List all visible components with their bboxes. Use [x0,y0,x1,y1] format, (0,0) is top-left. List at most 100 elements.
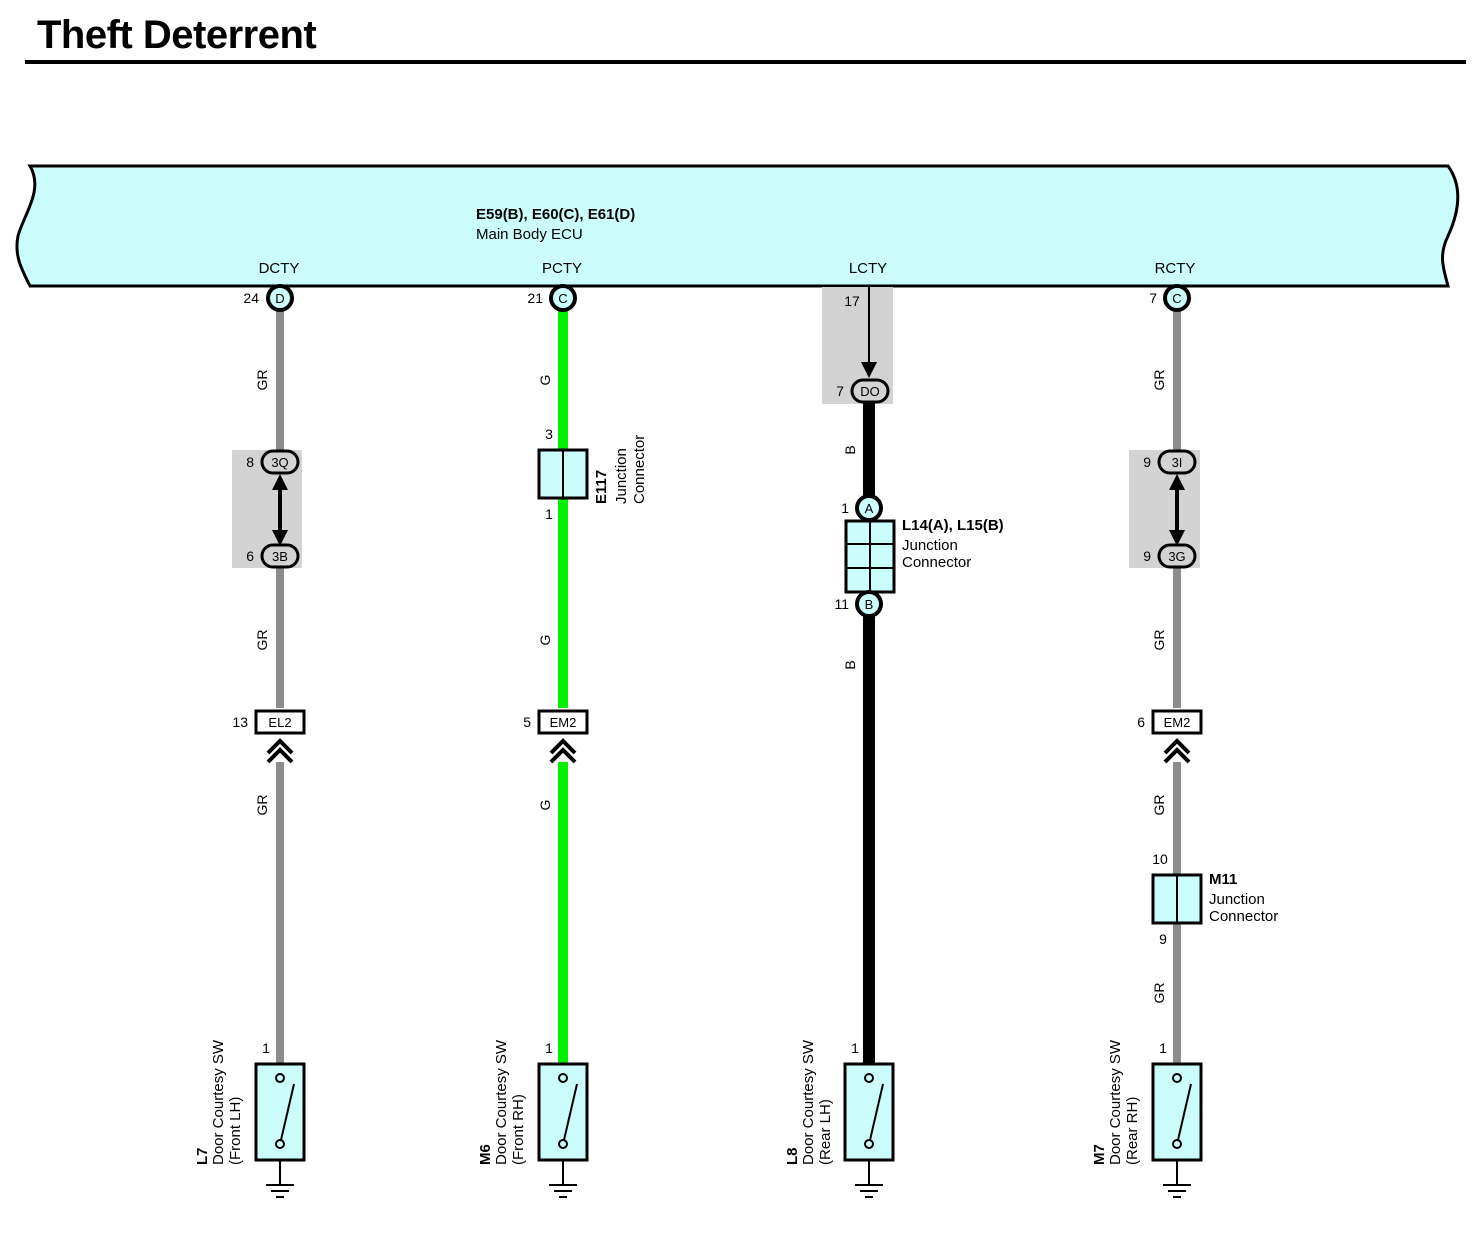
wire-color-label: G [537,635,553,646]
jc-pin-top: 10 [1152,851,1168,867]
jc-pin-top: 1 [841,500,849,516]
ecu-pin-connector-code: D [275,291,284,306]
switch-name: Door Courtesy SW [1107,1039,1124,1165]
wire-color-label: GR [1151,983,1167,1004]
junction-connector [537,448,589,500]
jb-code: DO [860,384,880,399]
switch-name: Door Courtesy SW [493,1039,510,1165]
jb-top-pin: 8 [246,454,254,470]
switch-name: Door Courtesy SW [210,1039,227,1165]
wire-color-label: B [842,660,858,669]
switch-position: (Rear LH) [817,1099,834,1165]
terminal-label: DCTY [259,260,300,277]
jb-top-connector [1157,449,1197,475]
switch-pin: 1 [545,1040,553,1056]
jb-bottom-pin: 6 [246,548,254,564]
jc-name-line1: Junction [902,537,958,554]
inline-connector [1151,709,1203,735]
jb-bottom-code: 3B [272,549,288,564]
switch-code: L8 [784,1147,801,1165]
jc-pin-top-connector-code: A [865,501,874,516]
ground-symbol [265,1159,295,1198]
terminal-label: RCTY [1155,260,1196,277]
junction-connector [1151,873,1203,925]
ground-symbol [548,1159,578,1198]
page-title: Theft Deterrent [37,13,317,57]
switch-code: M7 [1091,1144,1108,1165]
inline-chevron [266,739,294,764]
switch-pin: 1 [262,1040,270,1056]
ecu-pin-number: 21 [527,290,543,306]
ecu-pin-number: 17 [844,293,860,309]
jc-name-line2: Connector [1209,908,1278,925]
inline-chevron [549,739,577,764]
ground-symbol [854,1159,884,1198]
ecu-codes: E59(B), E60(C), E61(D) [476,206,635,223]
door-courtesy-switch [843,1062,895,1162]
inline-chevron [1163,739,1191,764]
circuit-dcty: DCTY D 24 GR 3Q 8 3B 6 GR EL2 13 GR 1 L7… [194,260,306,1198]
jc-pin-bottom-connector-code: B [865,597,874,612]
jb-bottom-pin: 9 [1143,548,1151,564]
inline-connector-pin: 6 [1137,714,1145,730]
circuit-rcty: RCTY C 7 GR 3I 9 3G 9 GR EM2 6 GR 10 9 M… [1091,260,1278,1198]
switch-code: M6 [477,1144,494,1165]
jb-pin: 7 [836,383,844,399]
jc-code: L14(A), L15(B) [902,517,1004,534]
ecu-name: Main Body ECU [476,226,583,243]
jc-name-line1: Junction [613,448,630,504]
main-body-ecu [15,164,1460,288]
door-courtesy-switch [254,1062,306,1162]
jc-pin-bottom: 11 [834,596,849,612]
inline-connector [254,709,306,735]
jb-top-code: 3Q [271,455,288,470]
jb-top-code: 3I [1172,455,1183,470]
switch-pin: 1 [851,1040,859,1056]
switch-pin: 1 [1159,1040,1167,1056]
jc-code: E117 [593,470,610,504]
wire-color-label: GR [254,795,270,816]
jb-bottom-code: 3G [1168,549,1185,564]
jb-bottom-connector [260,543,300,569]
jc-name-line2: Connector [631,435,648,504]
inline-connector-pin: 5 [523,714,531,730]
terminal-label: LCTY [849,260,887,277]
inline-connector [537,709,589,735]
wire-color-label: GR [1151,630,1167,651]
jc-pin-bottom: 9 [1159,931,1167,947]
switch-position: (Rear RH) [1124,1097,1141,1165]
inline-connector-code: EM2 [1164,715,1191,730]
ecu-pin-connector-code: C [1172,291,1181,306]
wire-color-label: B [842,445,858,454]
ecu-pin-connector [549,284,577,312]
jc-pin-bottom-connector [855,590,883,618]
door-courtesy-switch [537,1062,589,1162]
ecu-pin-connector-code: C [558,291,567,306]
ecu-pin-number: 24 [243,290,259,306]
jc-code: M11 [1209,871,1237,888]
jb-top-connector [260,449,300,475]
jb-connector [850,378,890,404]
circuit-lcty: LCTY 17 DO 7 B A 1 B 11 L14(A), L15(B) J… [784,260,1004,1198]
wire-color-label: GR [254,370,270,391]
wire-color-label: GR [1151,370,1167,391]
wire-color-label: GR [1151,795,1167,816]
switch-name: Door Courtesy SW [800,1039,817,1165]
ground-symbol [1162,1159,1192,1198]
ecu-pin-number: 7 [1149,290,1157,306]
terminal-label: PCTY [542,260,582,277]
wire-color-label: G [537,375,553,386]
jc-name-line1: Junction [1209,891,1265,908]
inline-connector-code: EM2 [550,715,577,730]
door-courtesy-switch [1151,1062,1203,1162]
jc-name-line2: Connector [902,554,971,571]
ecu-pin-connector [266,284,294,312]
wire-color-label: G [537,800,553,811]
circuit-pcty: PCTY C 21 G 3 1 E117 Junction Connector … [477,260,648,1198]
jb-top-pin: 9 [1143,454,1151,470]
switch-position: (Front LH) [227,1097,244,1165]
inline-connector-code: EL2 [268,715,291,730]
jb-bottom-connector [1157,543,1197,569]
title-rule [25,60,1466,64]
